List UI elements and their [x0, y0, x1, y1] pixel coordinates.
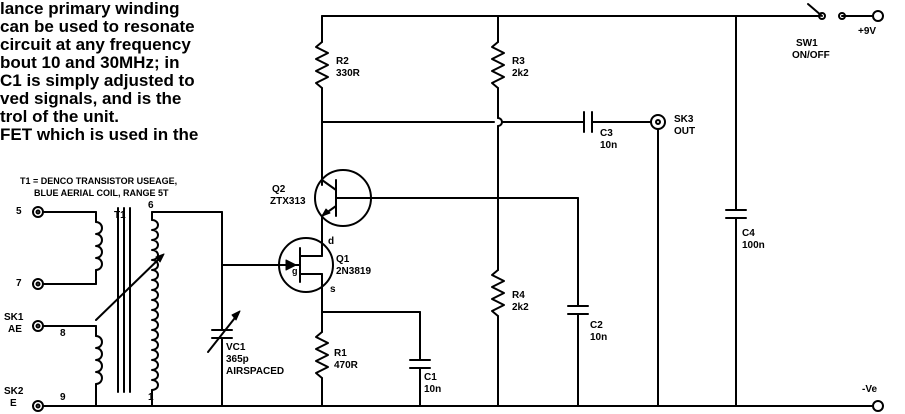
resistor-r3 — [491, 15, 505, 264]
article-line-8: FET which is used in the — [0, 125, 199, 144]
c4-name: C4 — [742, 228, 755, 239]
c3-name: C3 — [600, 128, 613, 139]
c4-value: 100n — [742, 240, 765, 251]
q1-drain-label: d — [328, 236, 335, 247]
article-line-5: C1 is simply adjusted to — [0, 71, 195, 90]
article-line-2: can be used to resonate — [0, 17, 195, 36]
c2-value: 10n — [590, 332, 608, 343]
terminal-7-label: 7 — [16, 278, 22, 289]
q1-type: 2N3819 — [336, 266, 372, 277]
terminal-9-label: 9 — [60, 392, 66, 403]
t1-pin6-label: 6 — [148, 200, 154, 211]
capacitor-vc1 — [207, 211, 241, 407]
socket-sk3 — [650, 114, 666, 407]
sk3-note: OUT — [674, 126, 696, 137]
resistor-r4 — [491, 262, 505, 407]
positive-terminal — [872, 10, 884, 22]
r4-name: R4 — [512, 290, 525, 301]
vc1-value: 365p — [226, 354, 249, 365]
c2-name: C2 — [590, 320, 603, 331]
article-line-1: lance primary winding — [0, 0, 180, 18]
capacitor-c2 — [567, 305, 589, 407]
article-line-4: bout 10 and 30MHz; in — [0, 53, 180, 72]
capacitor-c1 — [409, 359, 431, 407]
transistor-q1 — [221, 237, 334, 313]
r2-value: 330R — [336, 68, 360, 79]
transistor-q2 — [314, 169, 499, 239]
terminal-ae-label: AE — [8, 324, 22, 335]
t1-pin1-label: 1 — [148, 392, 154, 403]
r4-value: 2k2 — [512, 302, 529, 313]
r1-value: 470R — [334, 360, 358, 371]
sk3-name: SK3 — [674, 114, 694, 125]
resistor-r1 — [315, 311, 329, 407]
r3-name: R3 — [512, 56, 525, 67]
vc1-name: VC1 — [226, 342, 246, 353]
terminal-e-label: E — [10, 398, 17, 409]
q1-name: Q1 — [336, 254, 350, 265]
resistor-r2 — [315, 15, 329, 186]
r1-name: R1 — [334, 348, 347, 359]
q2-name: Q2 — [272, 184, 286, 195]
capacitor-c4 — [725, 15, 747, 407]
positive-rail-label: +9V — [858, 26, 877, 37]
t1-label: T1 — [114, 210, 126, 221]
sw1-name: SW1 — [796, 38, 818, 49]
r2-name: R2 — [336, 56, 349, 67]
terminal-sk1 — [32, 320, 44, 332]
terminal-7 — [32, 278, 44, 290]
transformer-t1 — [42, 207, 223, 407]
c1-name: C1 — [424, 372, 437, 383]
article-line-3: circuit at any frequency — [0, 35, 191, 54]
switch-sw1 — [807, 3, 846, 20]
article-line-6: ved signals, and is the — [0, 89, 182, 108]
q1-source-label: s — [330, 284, 336, 295]
sw1-note: ON/OFF — [792, 50, 830, 61]
negative-rail-label: -Ve — [862, 384, 878, 395]
r3-value: 2k2 — [512, 68, 529, 79]
c1-value: 10n — [424, 384, 442, 395]
q1-gate-label: g — [292, 266, 298, 276]
terminal-5 — [32, 206, 44, 218]
terminal-8-label: 8 — [60, 328, 66, 339]
terminal-sk2-label: SK2 — [4, 386, 24, 397]
terminal-sk1-label: SK1 — [4, 312, 24, 323]
vc1-note: AIRSPACED — [226, 366, 285, 377]
transformer-note-line-2: BLUE AERIAL COIL, RANGE 5T — [34, 188, 169, 198]
capacitor-c3 — [583, 111, 651, 133]
terminal-sk2 — [32, 400, 44, 412]
q2-type: ZTX313 — [270, 196, 306, 207]
negative-terminal — [872, 400, 884, 412]
terminal-5-label: 5 — [16, 206, 22, 217]
c3-value: 10n — [600, 140, 618, 151]
article-line-7: trol of the unit. — [0, 107, 119, 126]
transformer-note-line-1: T1 = DENCO TRANSISTOR USEAGE, — [20, 176, 178, 186]
